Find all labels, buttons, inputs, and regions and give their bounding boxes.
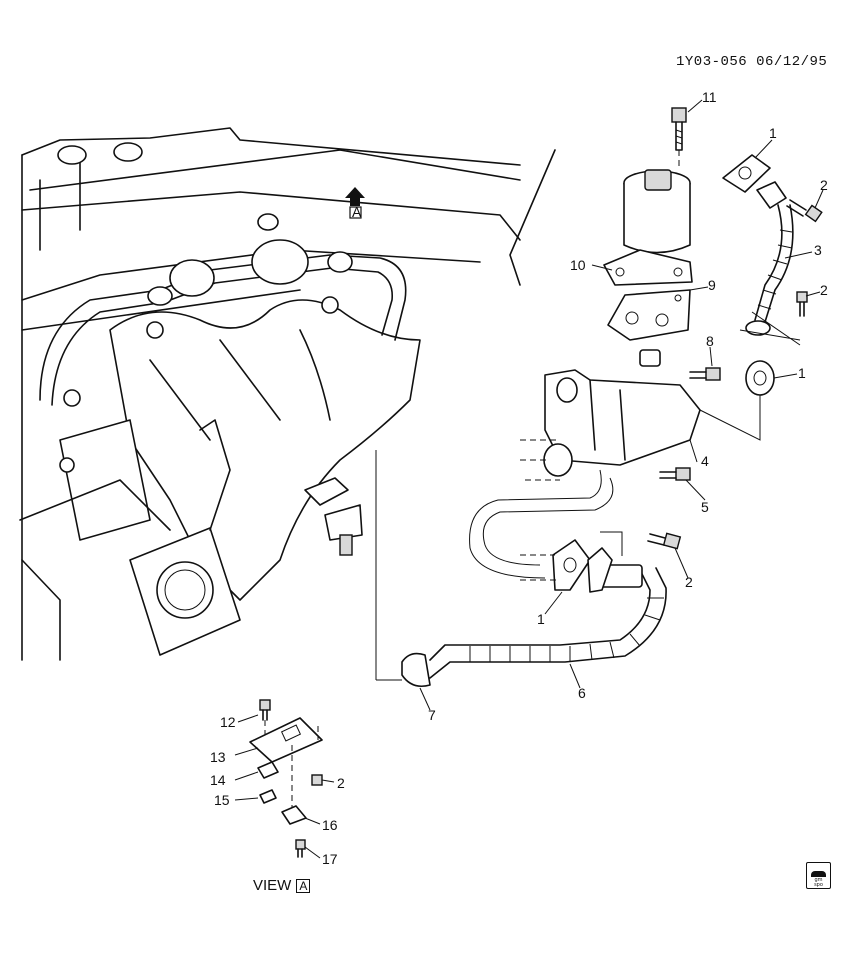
bolt-2-mid: [796, 291, 808, 317]
logo-text-line2: spo: [814, 882, 823, 888]
callout-6: 6: [578, 685, 586, 701]
egr-valve-10: [603, 169, 693, 286]
bolt-2-upper: [786, 199, 823, 223]
egr-port-fitting: [304, 477, 363, 556]
callout-1-top: 1: [769, 125, 777, 141]
callout-3: 3: [814, 242, 822, 258]
egr-tube-3: [722, 154, 801, 346]
callout-5: 5: [701, 499, 709, 515]
callout-1-mid: 1: [798, 365, 806, 381]
egr-valve-bolt-11: [671, 107, 687, 170]
egr-pipe-6: [429, 539, 667, 679]
callout-13: 13: [210, 749, 226, 765]
callout-4: 4: [701, 453, 709, 469]
logo-cap: [811, 871, 826, 877]
callout-2-top: 2: [820, 177, 828, 193]
view-a-bracket-assembly: [249, 699, 323, 858]
dash-gasket: [520, 554, 556, 581]
callout-leaders: [234, 99, 824, 859]
exhaust-manifold: [19, 299, 421, 656]
pipe-ghost: [482, 477, 614, 566]
view-label: VIEW: [253, 877, 292, 894]
callout-12: 12: [220, 714, 236, 730]
clip-7: [376, 652, 431, 688]
drawing-reference-number: 1Y03-056 06/12/95: [676, 54, 828, 70]
logo-text-line1: gm: [814, 877, 823, 883]
view-a-marker: A: [352, 204, 362, 220]
bolt-5: [659, 467, 691, 481]
egr-crossover-tube: [39, 239, 407, 407]
bolt-8: [689, 367, 721, 381]
egr-gasket-9: [607, 289, 691, 341]
callout-15: 15: [214, 792, 230, 808]
callout-16: 16: [322, 817, 338, 833]
gasket-1-right: [745, 360, 775, 396]
callout-2-mid: 2: [820, 282, 828, 298]
bolt-2-lower: [647, 532, 682, 550]
view-a-caption: VIEW A: [253, 877, 311, 894]
pipe-ghost-2: [469, 469, 602, 579]
view-a-arrow: A: [345, 187, 365, 220]
leader-gasket: [600, 531, 623, 556]
callout-14: 14: [210, 772, 226, 788]
callout-7: 7: [428, 707, 436, 723]
callout-numbers: 11 1 2 3 10 9 2 8 1 4 5 2 1 6 7 12 13 2 …: [210, 89, 828, 867]
callout-10: 10: [570, 257, 586, 273]
view-box-letter: A: [296, 878, 311, 893]
callout-11: 11: [702, 89, 717, 105]
callout-17: 17: [322, 851, 338, 867]
callout-1-low: 1: [537, 611, 545, 627]
callout-8: 8: [706, 333, 714, 349]
callout-2-low: 2: [685, 574, 693, 590]
callout-2-bracket: 2: [337, 775, 345, 791]
callout-9: 9: [708, 277, 716, 293]
egr-adapter-4: [520, 349, 701, 481]
gm-spo-logo: gm spo: [806, 862, 831, 889]
